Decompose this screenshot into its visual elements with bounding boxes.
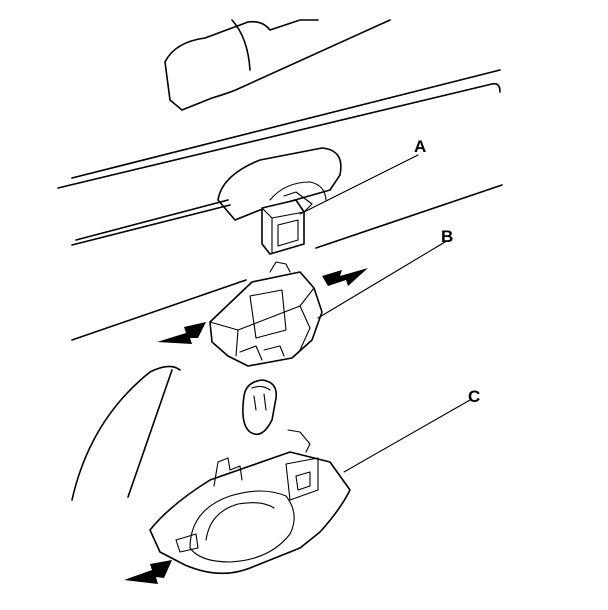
wedge-bulb [242,379,278,436]
callout-label-c: C [468,387,480,406]
body-panel-lines [57,19,503,501]
leader-line-c [343,399,471,473]
leader-line-a [299,154,419,215]
arrow-icon-press-right [322,268,368,286]
socket-housing-part-b [209,261,323,367]
callout-label-a: A [414,137,426,156]
arrow-icon-press-left [157,322,206,344]
arrow-icon-press-lens [124,560,172,584]
callout-label-b: B [441,227,453,246]
connector-part-a [261,191,313,255]
leader-line-b [317,241,446,319]
socket-opening [217,147,342,221]
lens-housing-part-c [149,429,351,575]
